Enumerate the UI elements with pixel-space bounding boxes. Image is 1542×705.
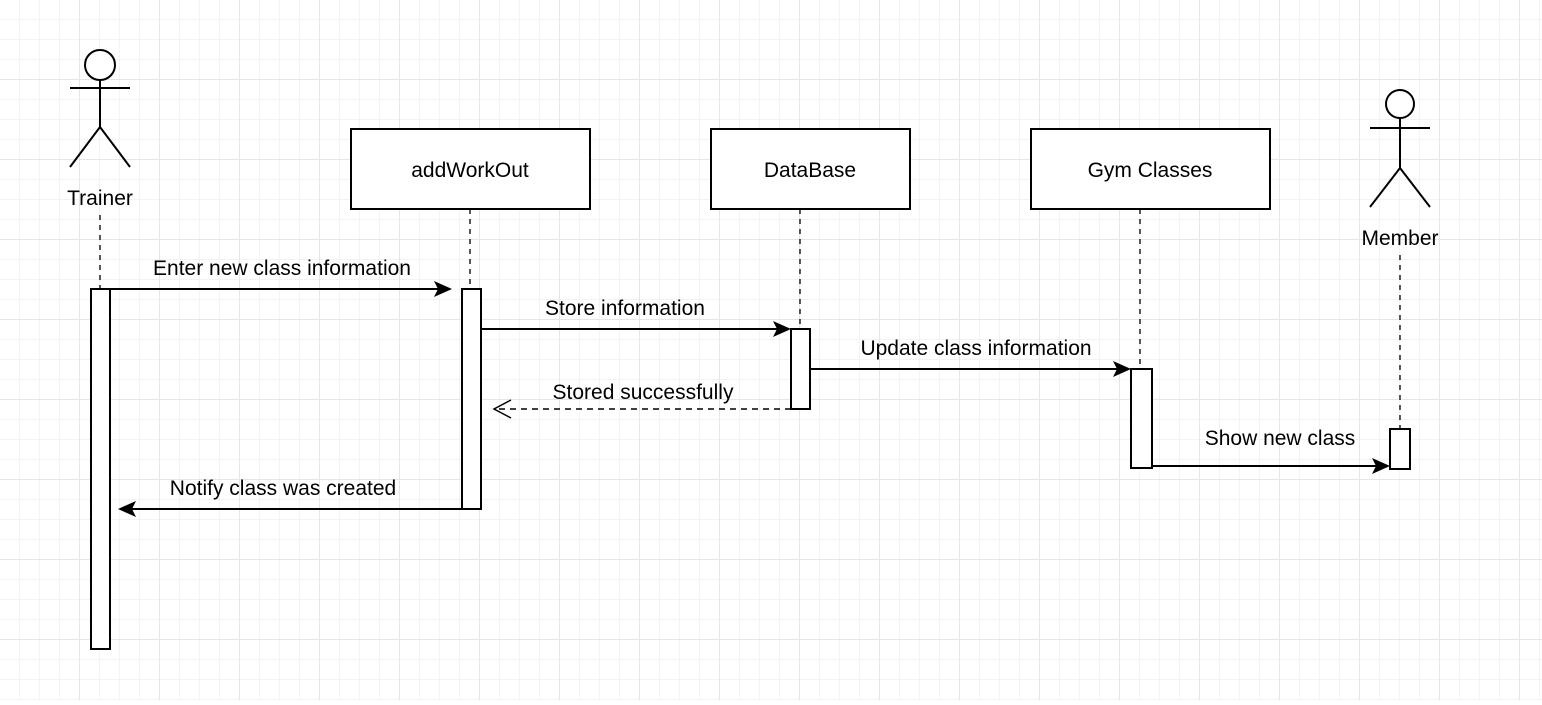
actor-trainer-label: Trainer (67, 187, 133, 210)
message-enter-new-class-information[interactable]: Enter new class information (110, 257, 452, 297)
participant-addworkout-label: addWorkOut (411, 159, 529, 182)
actor-member-label: Member (1361, 227, 1438, 250)
arrowhead-icon (1113, 361, 1131, 377)
message-store-information[interactable]: Store information (481, 297, 791, 337)
message-label: Update class information (860, 337, 1091, 360)
activation-member[interactable] (1389, 428, 1411, 470)
arrowhead-icon (1372, 458, 1390, 474)
message-label: Notify class was created (170, 477, 396, 500)
activation-trainer[interactable] (90, 288, 111, 650)
open-arrowhead-icon (492, 399, 512, 419)
participant-gymclasses-box (1030, 128, 1271, 210)
participant-database-label: DataBase (764, 159, 856, 182)
participant-addworkout[interactable]: addWorkOut (350, 128, 591, 210)
actor-trainer-head (84, 49, 116, 81)
message-stored-successfully[interactable]: Stored successfully (492, 381, 791, 419)
activation-gymclasses[interactable] (1130, 368, 1153, 469)
participant-gymclasses[interactable]: Gym Classes (1030, 128, 1271, 210)
message-show-new-class[interactable]: Show new class (1152, 427, 1390, 474)
participant-addworkout-box (350, 128, 591, 210)
participant-database-box (710, 128, 911, 210)
actor-trainer[interactable]: Trainer (67, 49, 133, 210)
message-label: Store information (545, 297, 705, 320)
participant-gymclasses-label: Gym Classes (1088, 159, 1213, 182)
arrowhead-icon (118, 501, 136, 517)
message-update-class-information[interactable]: Update class information (810, 337, 1131, 377)
actor-member-head (1385, 89, 1415, 119)
activation-database[interactable] (790, 328, 811, 410)
participant-database[interactable]: DataBase (710, 128, 911, 210)
actor-member-right-leg (1399, 167, 1431, 208)
arrowhead-icon (773, 321, 791, 337)
actor-member-left-leg (1369, 167, 1401, 208)
activation-addworkout[interactable] (461, 288, 482, 510)
message-label: Stored successfully (553, 381, 734, 404)
arrowhead-icon (434, 281, 452, 297)
actor-trainer-left-leg (69, 126, 101, 168)
actor-member[interactable]: Member (1361, 89, 1439, 250)
message-notify-class-was-created[interactable]: Notify class was created (118, 477, 462, 517)
message-label: Show new class (1205, 427, 1356, 450)
message-label: Enter new class information (153, 257, 411, 280)
actor-trainer-right-leg (99, 126, 131, 168)
